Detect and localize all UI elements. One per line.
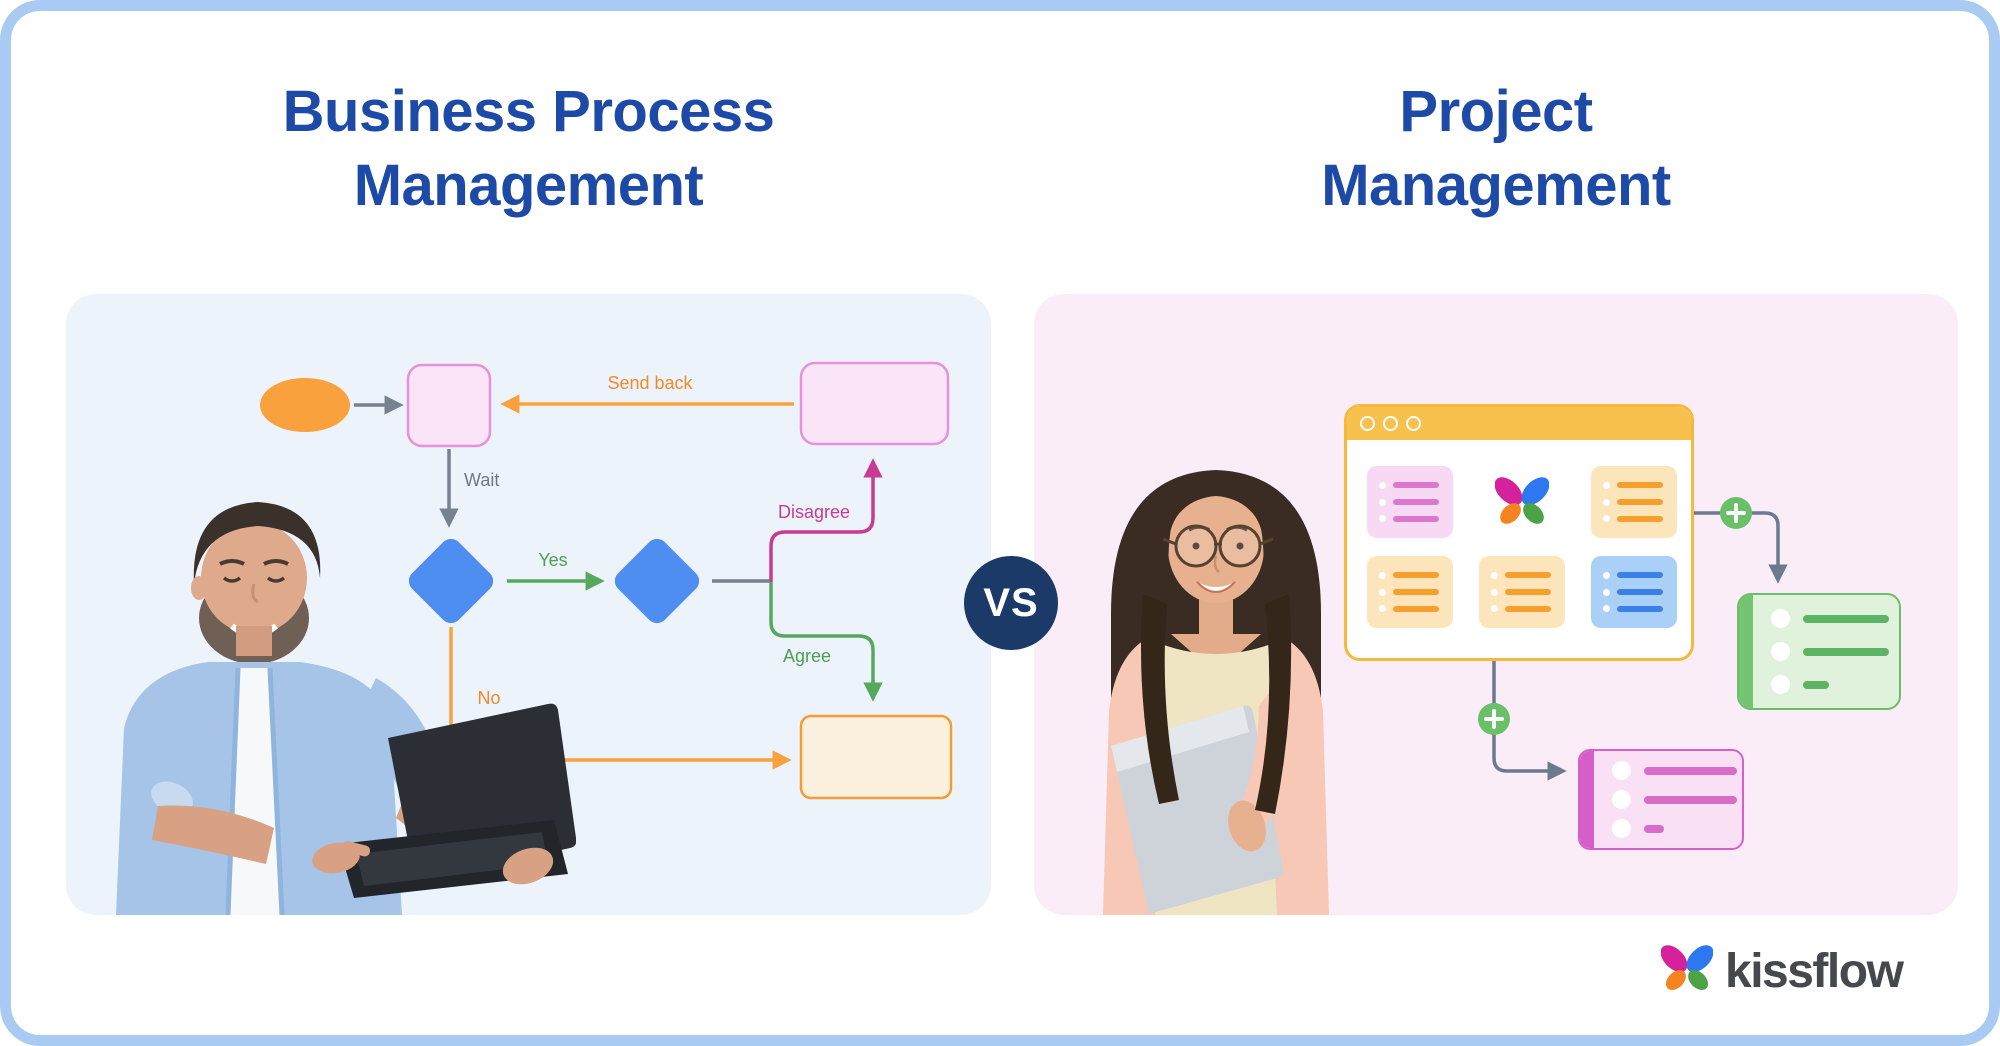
- kissflow-logo: kissflow: [1660, 943, 1904, 1000]
- bullet-dot-icon: [1379, 588, 1386, 596]
- bullet-dot-icon: [1379, 571, 1386, 579]
- text-line-placeholder: [1617, 589, 1663, 595]
- left-title-line2: Management: [353, 153, 704, 219]
- kissflow-butterfly-icon: [1479, 466, 1565, 538]
- right-title: Project Management: [1034, 75, 1958, 223]
- text-line-placeholder: [1505, 572, 1551, 579]
- task-node-small: [406, 363, 492, 448]
- connector-to-pink-card: [1492, 661, 1567, 781]
- text-line-placeholder: [1393, 605, 1439, 612]
- man-with-laptop-photo: [116, 502, 576, 915]
- disagree-label: Disagree: [778, 502, 850, 522]
- text-line-placeholder: [1393, 572, 1439, 579]
- mini-task-card-orange: [1479, 556, 1565, 628]
- decision-node-2: [614, 538, 700, 624]
- glasses: [1162, 524, 1274, 568]
- woman-with-laptop-photo: [1103, 470, 1329, 915]
- right-title-line2: Management: [1321, 153, 1671, 219]
- text-line-placeholder: [1393, 499, 1439, 505]
- text-line-placeholder: [1505, 589, 1551, 595]
- window-titlebar: [1347, 407, 1691, 440]
- agree-label: Agree: [783, 646, 831, 666]
- window-control-icon: [1383, 416, 1398, 431]
- text-line-placeholder: [1617, 482, 1663, 489]
- bullet-dot-icon: [1379, 605, 1386, 613]
- mini-task-card-pink: [1367, 466, 1453, 538]
- bpm-panel: Send back Wait Yes Disagree Agree No: [66, 294, 991, 915]
- wait-label: Wait: [464, 470, 499, 490]
- text-line-placeholder: [1505, 605, 1551, 612]
- no-label: No: [477, 688, 500, 708]
- bullet-dot-icon: [1603, 481, 1610, 489]
- window-control-icon: [1406, 416, 1421, 431]
- left-title-line1: Business Process: [282, 79, 775, 144]
- bullet-dot-icon: [1491, 605, 1498, 613]
- mini-task-card-orange: [1367, 556, 1453, 628]
- project-panel: [1034, 294, 1958, 915]
- task-card-green: [1737, 593, 1901, 710]
- right-title-line1: Project: [1399, 79, 1593, 144]
- plus-icon: [1720, 497, 1752, 529]
- card-edge-strip: [1739, 595, 1753, 708]
- kissflow-butterfly-icon: [1660, 945, 1714, 990]
- project-board-window: [1344, 404, 1694, 661]
- bullet-dot-icon: [1603, 498, 1610, 506]
- text-line-placeholder: [1393, 515, 1439, 522]
- send-back-label: Send back: [607, 373, 693, 393]
- start-node: [260, 378, 350, 432]
- bullet-dot-icon: [1491, 571, 1498, 579]
- card-edge-strip: [1580, 751, 1594, 848]
- vs-badge: VS: [964, 556, 1058, 650]
- text-line-placeholder: [1393, 482, 1439, 489]
- kissflow-butterfly-icon: [1495, 477, 1549, 524]
- plus-icon: [1478, 703, 1510, 735]
- connector-to-green-card: [1694, 511, 1788, 584]
- bullet-dot-icon: [1603, 605, 1610, 613]
- bullet-dot-icon: [1379, 515, 1386, 523]
- bullet-dot-icon: [1603, 588, 1610, 596]
- left-title: Business Process Management: [66, 75, 991, 223]
- bullet-dot-icon: [1603, 515, 1610, 523]
- text-line-placeholder: [1617, 515, 1663, 522]
- brand-wordmark: kissflow: [1725, 945, 1904, 998]
- end-node: [799, 714, 953, 800]
- bullet-dot-icon: [1379, 481, 1386, 489]
- disagree-arrow: [769, 458, 883, 582]
- window-control-icon: [1360, 416, 1375, 431]
- yes-label: Yes: [538, 550, 567, 570]
- text-line-placeholder: [1617, 605, 1663, 612]
- text-line-placeholder: [1393, 589, 1439, 595]
- bullet-dot-icon: [1491, 588, 1498, 596]
- task-card-pink: [1578, 749, 1744, 850]
- decision-node-1: [408, 538, 494, 624]
- vs-label: VS: [983, 580, 1039, 625]
- window-card-grid: [1367, 466, 1677, 628]
- mini-task-card-orange: [1591, 466, 1677, 538]
- text-line-placeholder: [1617, 499, 1663, 505]
- mini-task-card-blue: [1591, 556, 1677, 628]
- agree-arrow: [769, 582, 883, 702]
- bullet-dot-icon: [1379, 498, 1386, 506]
- task-node-large: [799, 361, 950, 446]
- kissflow-butterfly-slot: [1660, 943, 1714, 1000]
- text-line-placeholder: [1617, 572, 1663, 579]
- bullet-dot-icon: [1603, 571, 1610, 579]
- project-connectors: [1478, 497, 1788, 781]
